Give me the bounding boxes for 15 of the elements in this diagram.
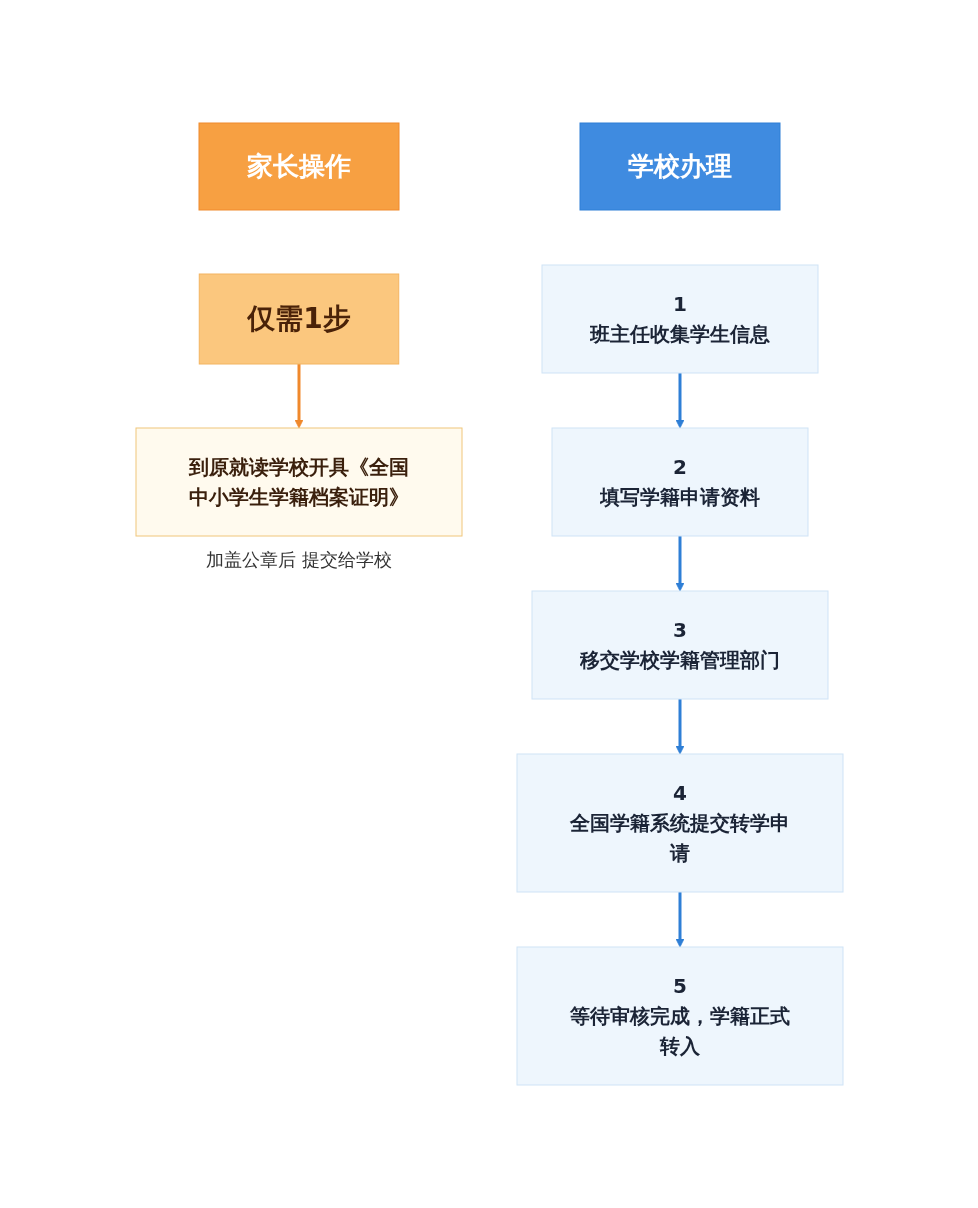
node-box: 2 填写学籍申请资料: [551, 427, 808, 537]
arrow: [675, 892, 684, 948]
arrow: [675, 536, 684, 592]
arrow: [675, 373, 684, 429]
node-box: 3 移交学校学籍管理部门: [531, 590, 828, 700]
arrow: [675, 699, 684, 755]
node-box: 1 班主任收集学生信息: [541, 264, 818, 374]
arrow: [294, 364, 303, 429]
node-box: 4 全国学籍系统提交转学申请: [516, 753, 843, 893]
node-box: 学校办理: [579, 122, 780, 211]
node-box: 仅需1步: [198, 273, 399, 365]
note-text: 加盖公章后 提交给学校: [205, 549, 392, 570]
node-box: 家长操作: [198, 122, 399, 211]
node-box: 5 等待审核完成，学籍正式转入: [516, 946, 843, 1086]
node-box: 到原就读学校开具《全国中小学生学籍档案证明》: [135, 427, 462, 537]
